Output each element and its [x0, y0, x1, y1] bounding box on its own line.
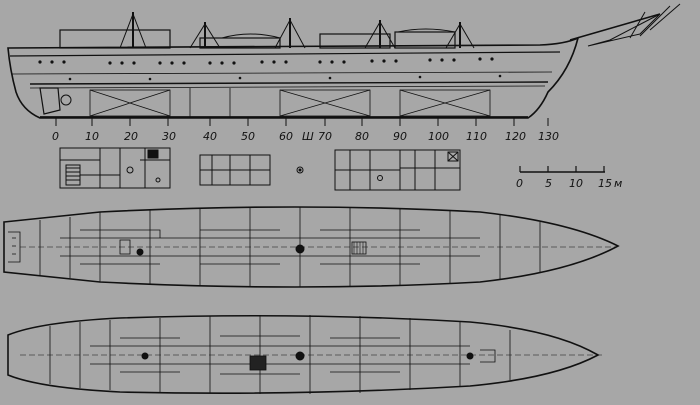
midship-deckhouse-plan [199, 154, 304, 186]
frame-number: 10 [85, 130, 99, 143]
scale-bar: 0 5 10 15 м [516, 166, 622, 190]
rudder [39, 87, 61, 115]
frame-number: 0 [52, 130, 59, 143]
lower-deck-plan [7, 314, 605, 394]
scale-tick-label: 15 [598, 177, 612, 190]
scale-unit: м [614, 177, 622, 190]
scale-tick-label: 10 [569, 177, 583, 190]
fore-deckhouse-plan [334, 149, 461, 191]
waterline [29, 81, 549, 85]
frame-number: 100 [428, 130, 449, 143]
scale-tick-label: 5 [545, 177, 552, 190]
hold-line [29, 85, 546, 89]
upper-deck-plan [3, 206, 620, 288]
bowsprit [569, 3, 681, 47]
portholes [38, 57, 502, 81]
masts [119, 12, 475, 49]
main-deck-line [9, 51, 561, 57]
hull-profile [7, 36, 580, 119]
hold-compartments [89, 88, 491, 117]
frame-number: 110 [466, 130, 487, 143]
frame-ticks [55, 118, 549, 126]
frame-numbers: 0 10 20 30 40 50 60 Ш 70 80 90 100 110 1… [52, 130, 559, 143]
frame-number: 70 [318, 130, 332, 143]
frame-number: 90 [393, 130, 407, 143]
deckhouses [59, 28, 456, 49]
deckhouse-plans [59, 147, 461, 191]
frame-number: 120 [505, 130, 526, 143]
frame-number: 40 [203, 130, 217, 143]
frame-number: 60 [279, 130, 293, 143]
frame-number: 30 [162, 130, 176, 143]
frame-number: 50 [241, 130, 255, 143]
deck-outline [3, 206, 620, 288]
frame-number: 80 [355, 130, 369, 143]
scale-tick-label: 0 [516, 177, 523, 190]
frame-number: 130 [538, 130, 559, 143]
side-elevation: 0 10 20 30 40 50 60 Ш 70 80 90 100 110 1… [7, 3, 681, 143]
frame-number: Ш [302, 130, 314, 143]
frame-number: 20 [124, 130, 138, 143]
propeller-icon [60, 94, 72, 106]
lower-deck-line [11, 71, 553, 75]
aft-deckhouse-plan [59, 147, 171, 189]
